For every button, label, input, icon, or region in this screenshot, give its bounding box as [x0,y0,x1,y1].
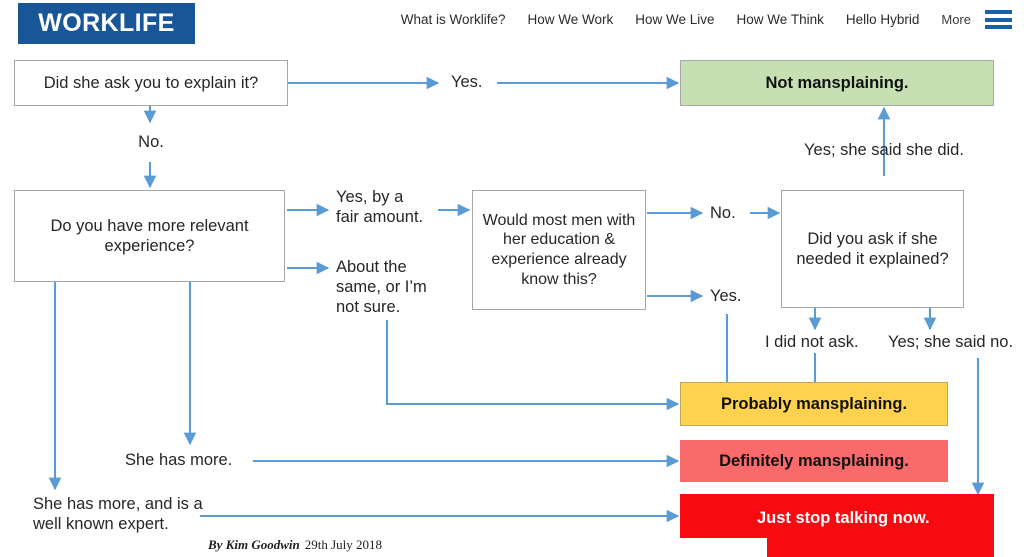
nav-item-more[interactable]: More [941,12,971,27]
nav-item-what-is-worklife[interactable]: What is Worklife? [400,12,506,27]
nav-item-how-we-think[interactable]: How We Think [736,12,824,27]
result-not-mansplaining-label: Not mansplaining. [765,73,909,92]
result-probably-label: Probably mansplaining. [720,394,908,413]
nav-item-hello-hybrid[interactable]: Hello Hybrid [845,12,920,27]
nav-item-how-we-live[interactable]: How We Live [635,12,715,27]
nav-item-how-we-work[interactable]: How We Work [527,12,614,27]
result-just-stop-talking-label: Just stop talking now. [757,509,930,527]
result-probably-mansplaining[interactable]: Probably mansplaining. [680,382,948,426]
edge-label-she-has-more: She has more. [125,451,233,469]
edge-label-yes-mid: Yes. [710,287,742,305]
hamburger-bar-1 [985,10,1012,14]
hamburger-bar-2 [985,17,1012,22]
result-definitely-label: Definitely mansplaining. [719,451,909,470]
edge-label-she-has-more-well-known-expert: She has more, and is a well known expert… [33,495,203,534]
node-q3-label: Would most men with her education & expe… [482,211,636,288]
edge-label-yes-she-said-she-did: Yes; she said she did. [804,141,964,159]
node-did-you-ask-if-she-needed-it-explained[interactable]: Did you ask if she needed it explained? [781,190,964,308]
node-did-she-ask-you-to-explain-it[interactable]: Did she ask you to explain it? [14,60,288,106]
node-q1-label: Did she ask you to explain it? [43,73,259,92]
edge-label-no-mid: No. [710,204,736,222]
edge-label-yes-she-said-no: Yes; she said no. [888,333,1014,351]
credit-line: By Kim Goodwin 29th July 2018 [208,537,382,553]
brand-name: WORKLIFE [38,9,175,37]
main-navigation: What is Worklife? How We Work How We Liv… [401,10,1012,29]
result-just-stop-talking-block-right[interactable] [767,494,994,557]
node-q4-label: Did you ask if she needed it explained? [796,229,949,268]
mansplaining-flowchart: Did she ask you to explain it? Do you ha… [0,46,1024,557]
hamburger-icon[interactable] [985,10,1012,29]
node-do-you-have-more-relevant-experience[interactable]: Do you have more relevant experience? [14,190,285,282]
edge-label-i-did-not-ask: I did not ask. [765,333,859,351]
edge-label-no-down: No. [138,133,164,151]
credit-author: By Kim Goodwin [208,537,300,552]
edge-label-yes-by-a-fair-amount: Yes, by a fair amount. [336,188,424,227]
node-would-most-men-already-know-this[interactable]: Would most men with her education & expe… [472,190,646,310]
credit-date: 29th July 2018 [304,537,383,552]
edge-label-about-the-same: About the same, or I’m not sure. [336,258,427,317]
brand-logo[interactable]: WORKLIFE [18,3,195,44]
hamburger-bar-3 [985,25,1012,29]
edge-label-yes-top: Yes. [451,73,483,91]
site-header: WORKLIFE What is Worklife? How We Work H… [0,0,1024,46]
node-q2-label: Do you have more relevant experience? [50,216,249,255]
result-definitely-mansplaining[interactable]: Definitely mansplaining. [680,440,948,482]
result-not-mansplaining[interactable]: Not mansplaining. [680,60,994,106]
